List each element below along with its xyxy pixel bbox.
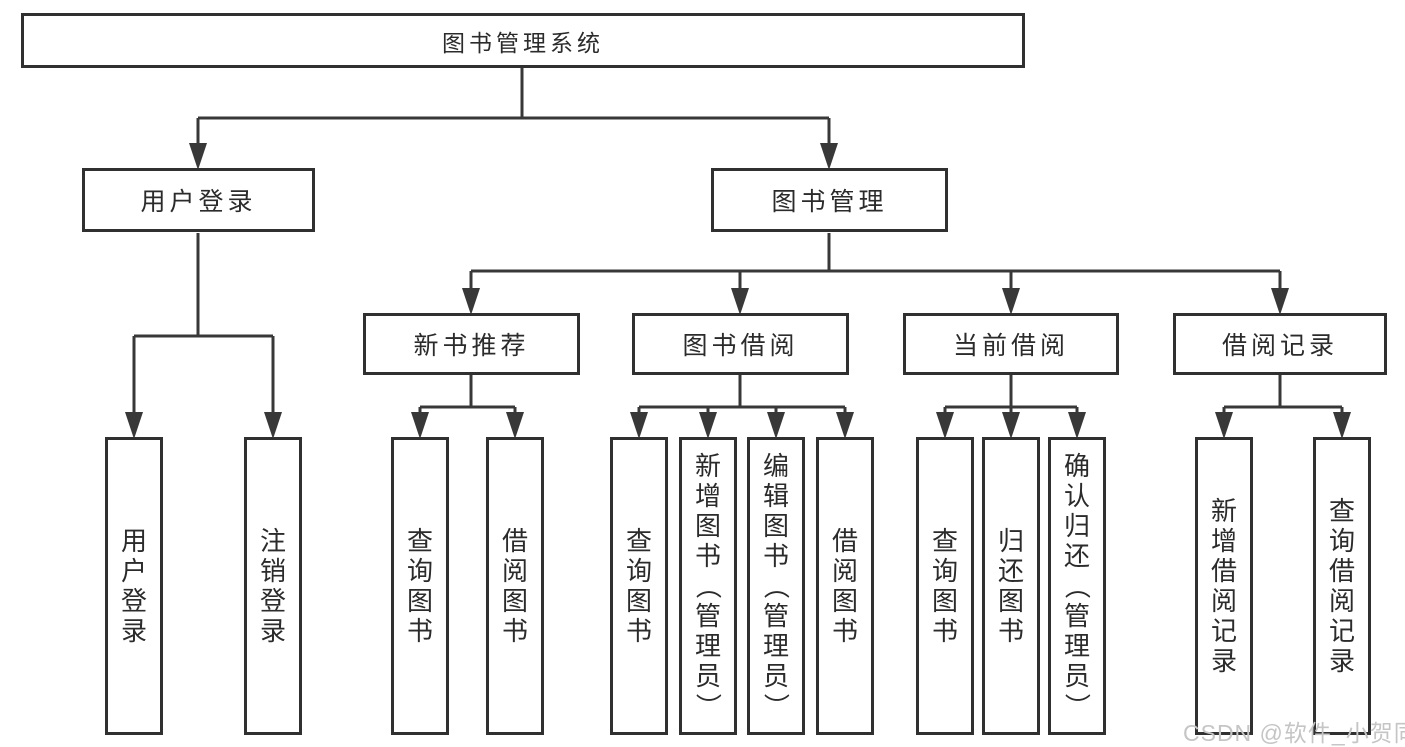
- arrow-icon: [731, 288, 749, 315]
- arrow-icon: [1002, 412, 1020, 439]
- connector-book-borrow-fork: [637, 375, 847, 414]
- arrow-icon: [125, 412, 143, 439]
- connector-root-fork: [196, 68, 831, 145]
- leaf-user-login: 用户登录: [105, 437, 163, 735]
- arrow-icon: [699, 412, 717, 439]
- node-new-book-recommend: 新书推荐: [363, 313, 580, 375]
- leaf-borrow-books-recommend: 借阅图书: [486, 437, 544, 735]
- leaf-return-books: 归还图书: [982, 437, 1040, 735]
- leaf-confirm-return-admin: 确认归还（管理员）: [1048, 437, 1106, 735]
- node-borrowing-records: 借阅记录: [1173, 313, 1387, 375]
- arrow-icon: [506, 412, 524, 439]
- leaf-query-borrow-record: 查询借阅记录: [1313, 437, 1371, 735]
- arrow-icon: [1068, 412, 1086, 439]
- arrow-icon: [189, 143, 207, 170]
- node-book-borrowing: 图书借阅: [632, 313, 849, 375]
- connector-borrow-records-fork: [1222, 375, 1344, 414]
- arrow-icon: [820, 143, 838, 170]
- leaf-add-book-admin: 新增图书（管理员）: [679, 437, 737, 735]
- arrow-icon: [1333, 412, 1351, 439]
- leaf-edit-book-admin: 编辑图书（管理员）: [747, 437, 805, 735]
- leaf-borrow-books-borrowing: 借阅图书: [816, 437, 874, 735]
- arrow-icon: [1215, 412, 1233, 439]
- arrow-icon: [936, 412, 954, 439]
- arrow-icon: [630, 412, 648, 439]
- connector-user-login-fork: [132, 233, 275, 414]
- arrow-icon: [767, 412, 785, 439]
- node-book-management: 图书管理: [711, 168, 948, 232]
- arrow-icon: [411, 412, 429, 439]
- leaf-logout: 注销登录: [244, 437, 302, 735]
- csdn-watermark: CSDN @软件_小贺同学: [1183, 720, 1405, 746]
- connector-new-book-fork: [418, 375, 517, 414]
- arrow-icon: [1271, 288, 1289, 315]
- node-user-login: 用户登录: [82, 168, 315, 232]
- connector-current-borrow-fork: [943, 375, 1079, 414]
- arrow-icon: [1002, 288, 1020, 315]
- arrowheads: [125, 143, 1351, 439]
- leaf-add-borrow-record: 新增借阅记录: [1195, 437, 1253, 735]
- arrow-icon: [462, 288, 480, 315]
- node-current-borrowing: 当前借阅: [903, 313, 1119, 375]
- leaf-query-books-borrowing: 查询图书: [610, 437, 668, 735]
- connector-book-management-fork: [469, 233, 1282, 290]
- arrow-icon: [836, 412, 854, 439]
- arrow-icon: [264, 412, 282, 439]
- leaf-query-books-recommend: 查询图书: [391, 437, 449, 735]
- leaf-query-books-current: 查询图书: [916, 437, 974, 735]
- node-root-system: 图书管理系统: [21, 13, 1025, 68]
